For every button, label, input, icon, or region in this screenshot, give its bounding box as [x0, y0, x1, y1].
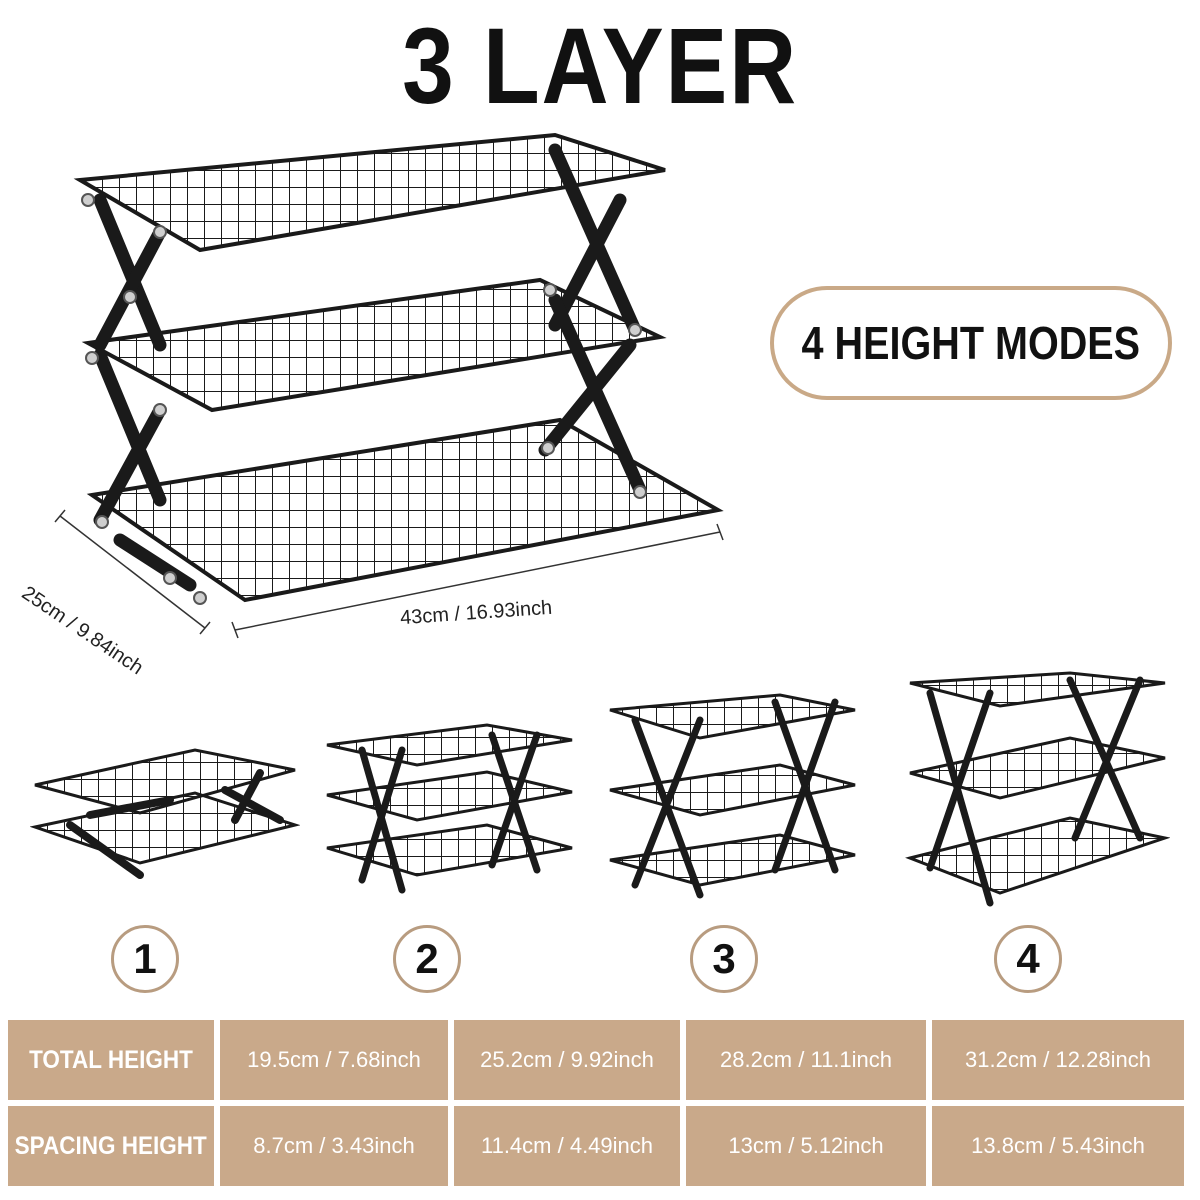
spec-cell: 19.5cm / 7.68inch [220, 1020, 448, 1100]
row-header-total-height: TOTAL HEIGHT [8, 1020, 214, 1100]
spec-cell: 31.2cm / 12.28inch [932, 1020, 1184, 1100]
mode-4-badge: 4 [994, 925, 1062, 993]
spec-cell: 13.8cm / 5.43inch [932, 1106, 1184, 1186]
mode-1-badge: 1 [111, 925, 179, 993]
height-modes-badge: 4 HEIGHT MODES [770, 286, 1172, 400]
mode-1-number: 1 [133, 935, 157, 982]
shelf-bottom [86, 417, 724, 603]
spec-cell: 28.2cm / 11.1inch [686, 1020, 926, 1100]
spec-table: TOTAL HEIGHT 19.5cm / 7.68inch 25.2cm / … [8, 1020, 1192, 1192]
spec-cell: 25.2cm / 9.92inch [454, 1020, 680, 1100]
page-title: 3 LAYER [402, 5, 798, 126]
x-frame-left [93, 193, 197, 592]
mode-4-rack-image [905, 671, 1170, 907]
height-modes-label: 4 HEIGHT MODES [801, 317, 1141, 369]
mode-1-rack-image [30, 748, 300, 879]
main-rack-image [54, 132, 724, 639]
spec-cell: 8.7cm / 3.43inch [220, 1106, 448, 1186]
x-frame-right [538, 143, 647, 497]
mode-2-rack-image [326, 723, 573, 894]
mode-2-badge: 2 [393, 925, 461, 993]
row-header-spacing-height: SPACING HEIGHT [8, 1106, 214, 1186]
dimension-lines [54, 509, 724, 639]
mode-2-number: 2 [415, 935, 439, 982]
mode-3-badge: 3 [690, 925, 758, 993]
mode-3-number: 3 [712, 935, 736, 982]
spec-cell: 13cm / 5.12inch [686, 1106, 926, 1186]
mode-3-rack-image [609, 693, 856, 899]
mode-4-number: 4 [1016, 935, 1040, 982]
spec-cell: 11.4cm / 4.49inch [454, 1106, 680, 1186]
joint-bolts [81, 193, 647, 605]
shelf-middle [81, 277, 667, 413]
